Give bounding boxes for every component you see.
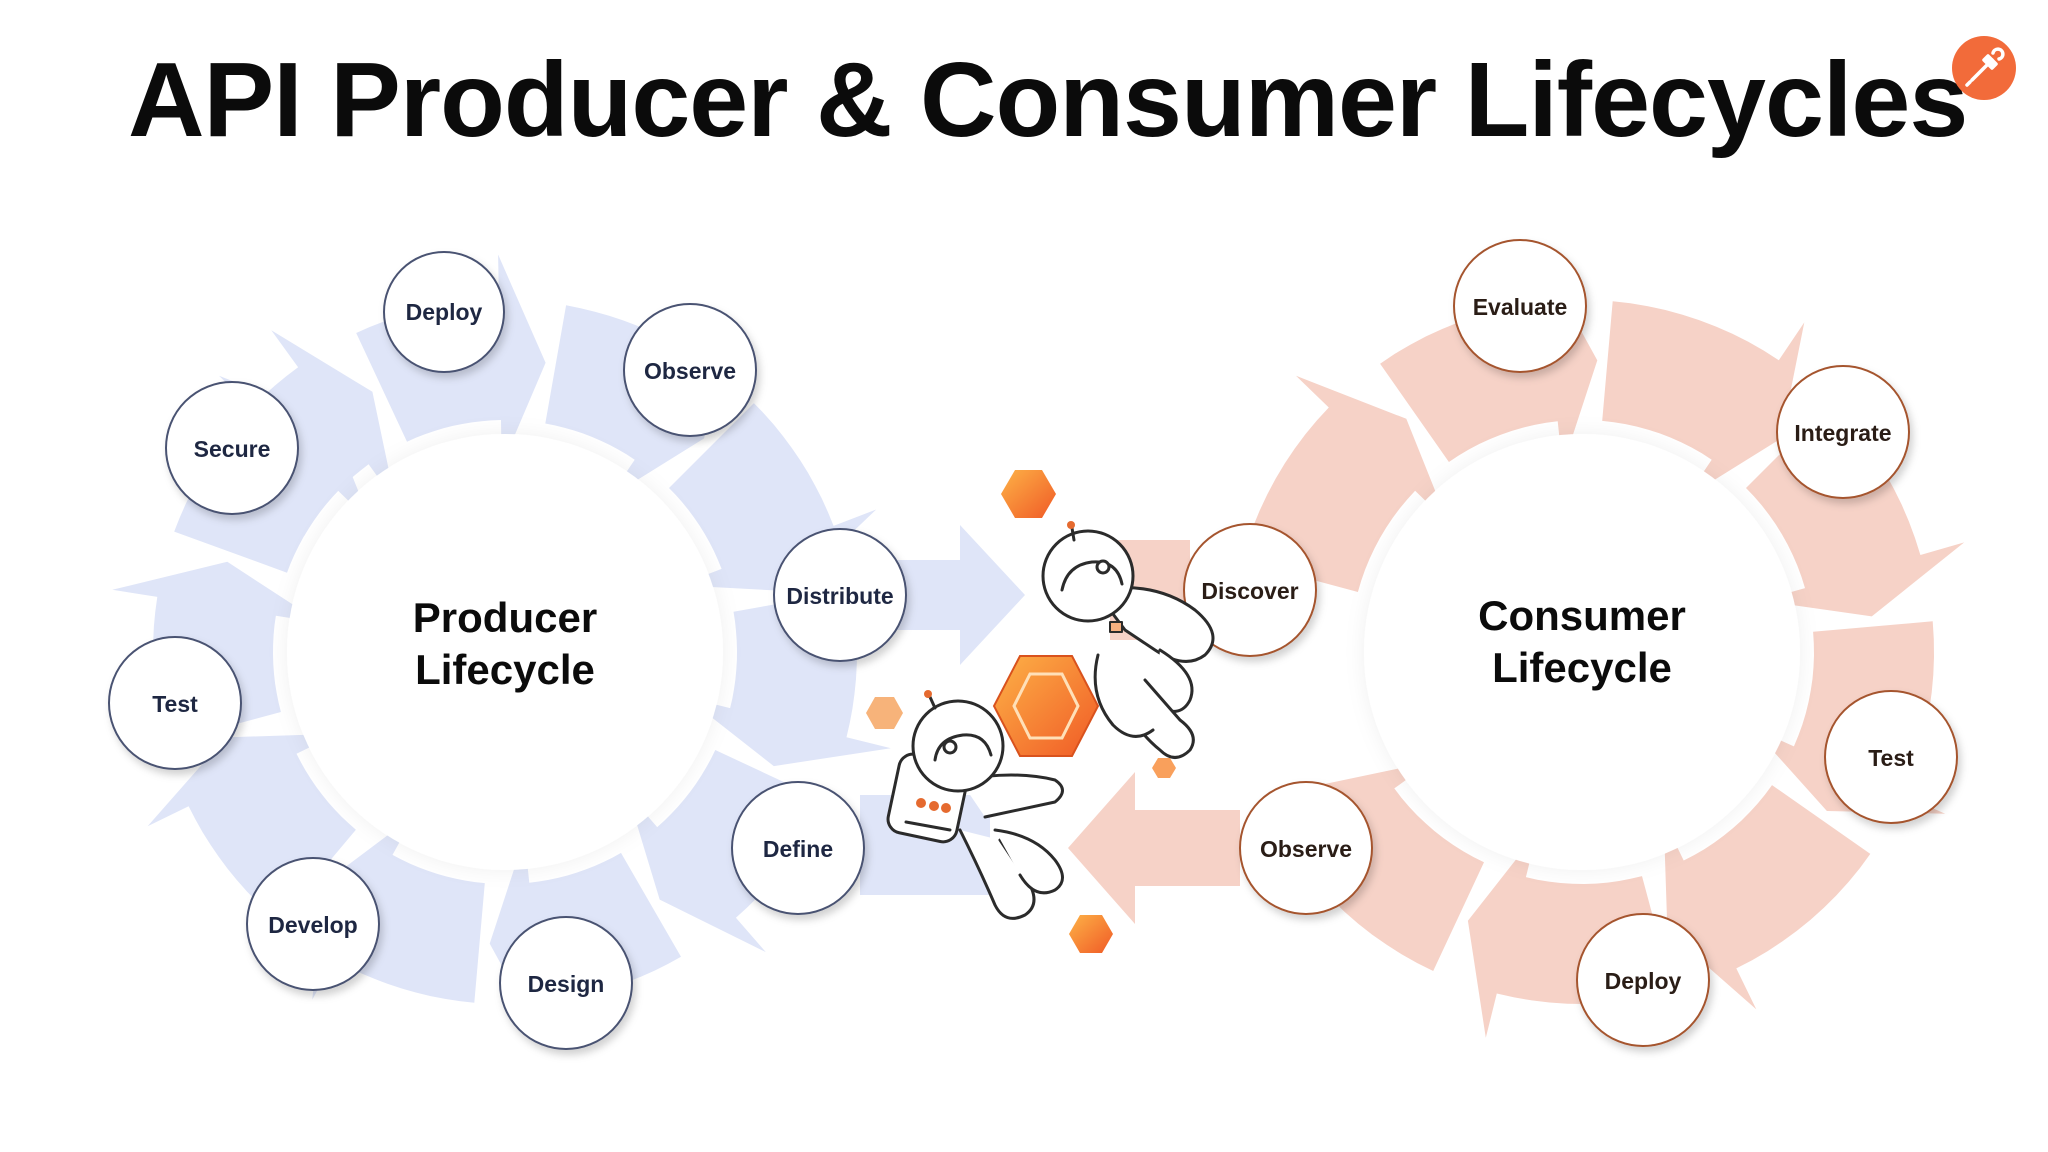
stage-label: Integrate bbox=[1794, 420, 1891, 446]
producer-stage-deploy: Deploy bbox=[383, 251, 505, 373]
producer-hub-title-line1: Producer bbox=[413, 594, 597, 641]
producer-stage-develop: Develop bbox=[246, 857, 380, 991]
producer-stage-define: Define bbox=[731, 781, 865, 915]
hexagon-icon bbox=[1001, 470, 1056, 518]
stage-label: Deploy bbox=[1605, 968, 1682, 994]
stage-label: Observe bbox=[1260, 836, 1352, 862]
producer-stage-design: Design bbox=[499, 916, 633, 1050]
hexagon-icon bbox=[1069, 915, 1113, 953]
producer-hub: Producer Lifecycle bbox=[287, 434, 723, 870]
consumer-hub: Consumer Lifecycle bbox=[1364, 434, 1800, 870]
stage-label: Secure bbox=[194, 436, 271, 462]
astronaut-icon bbox=[1041, 521, 1215, 759]
postman-logo-icon bbox=[1952, 36, 2016, 100]
producer-stage-test: Test bbox=[108, 636, 242, 770]
producer-stage-secure: Secure bbox=[165, 381, 299, 515]
stage-label: Test bbox=[152, 691, 198, 717]
producer-hub-circle bbox=[287, 434, 723, 870]
stage-label: Distribute bbox=[786, 583, 893, 609]
producer-stage-distribute: Distribute bbox=[773, 528, 907, 662]
stage-label: Observe bbox=[644, 358, 736, 384]
astronaut-icon bbox=[886, 690, 1064, 920]
consumer-cycle-arrow-0 bbox=[1242, 375, 1448, 592]
consumer-stage-integrate: Integrate bbox=[1776, 365, 1910, 499]
stage-label: Develop bbox=[268, 912, 357, 938]
hexagon-icon bbox=[866, 697, 903, 729]
stage-label: Define bbox=[763, 836, 833, 862]
stage-label: Discover bbox=[1201, 578, 1298, 604]
consumer-stage-discover: Discover bbox=[1183, 523, 1317, 657]
stage-label: Evaluate bbox=[1473, 294, 1568, 320]
consumer-hub-title-line1: Consumer bbox=[1478, 592, 1686, 639]
stage-label: Test bbox=[1868, 745, 1914, 771]
astronauts-hexagon-icon bbox=[866, 470, 1215, 953]
consumer-stage-test: Test bbox=[1824, 690, 1958, 824]
consumer-stage-deploy: Deploy bbox=[1576, 913, 1710, 1047]
page-title: API Producer & Consumer Lifecycles bbox=[128, 41, 1968, 159]
consumer-cycle-arrow-5 bbox=[1663, 785, 1871, 1010]
stage-label: Deploy bbox=[406, 299, 483, 325]
stage-label: Design bbox=[528, 971, 605, 997]
hexagon-icon bbox=[1152, 758, 1176, 778]
consumer-stage-observe: Observe bbox=[1239, 781, 1373, 915]
consumer-to-producer-arrow bbox=[1068, 772, 1240, 924]
producer-stage-observe: Observe bbox=[623, 303, 757, 437]
consumer-stage-evaluate: Evaluate bbox=[1453, 239, 1587, 373]
consumer-hub-circle bbox=[1364, 434, 1800, 870]
consumer-cycle-arrow-2 bbox=[1602, 301, 1805, 498]
producer-to-consumer-arrow bbox=[860, 525, 1025, 665]
consumer-hub-title-line2: Lifecycle bbox=[1492, 644, 1672, 691]
producer-hub-title-line2: Lifecycle bbox=[415, 646, 595, 693]
